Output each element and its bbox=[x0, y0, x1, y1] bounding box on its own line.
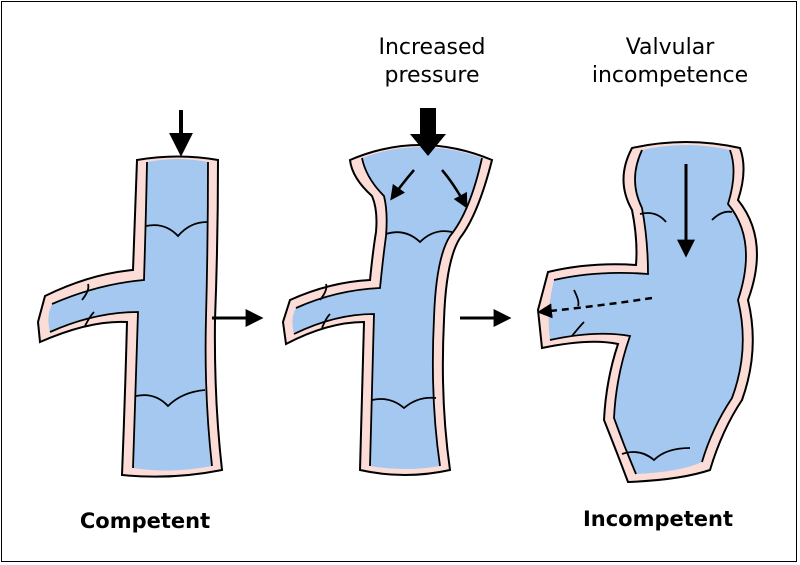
competent-vein bbox=[36, 110, 224, 478]
incompetent-label: Incompetent bbox=[582, 507, 734, 531]
pressure-vein bbox=[281, 108, 494, 476]
increased-pressure-label: Increased pressure bbox=[378, 35, 486, 88]
pressure-vein-lumen bbox=[292, 147, 482, 469]
competent-label: Competent bbox=[79, 509, 211, 533]
valvular-incompetence-label: Valvular incompetence bbox=[591, 35, 749, 88]
competent-vein-lumen bbox=[48, 159, 213, 471]
incompetent-vein-lumen bbox=[548, 145, 746, 474]
incompetent-vein bbox=[536, 141, 758, 484]
